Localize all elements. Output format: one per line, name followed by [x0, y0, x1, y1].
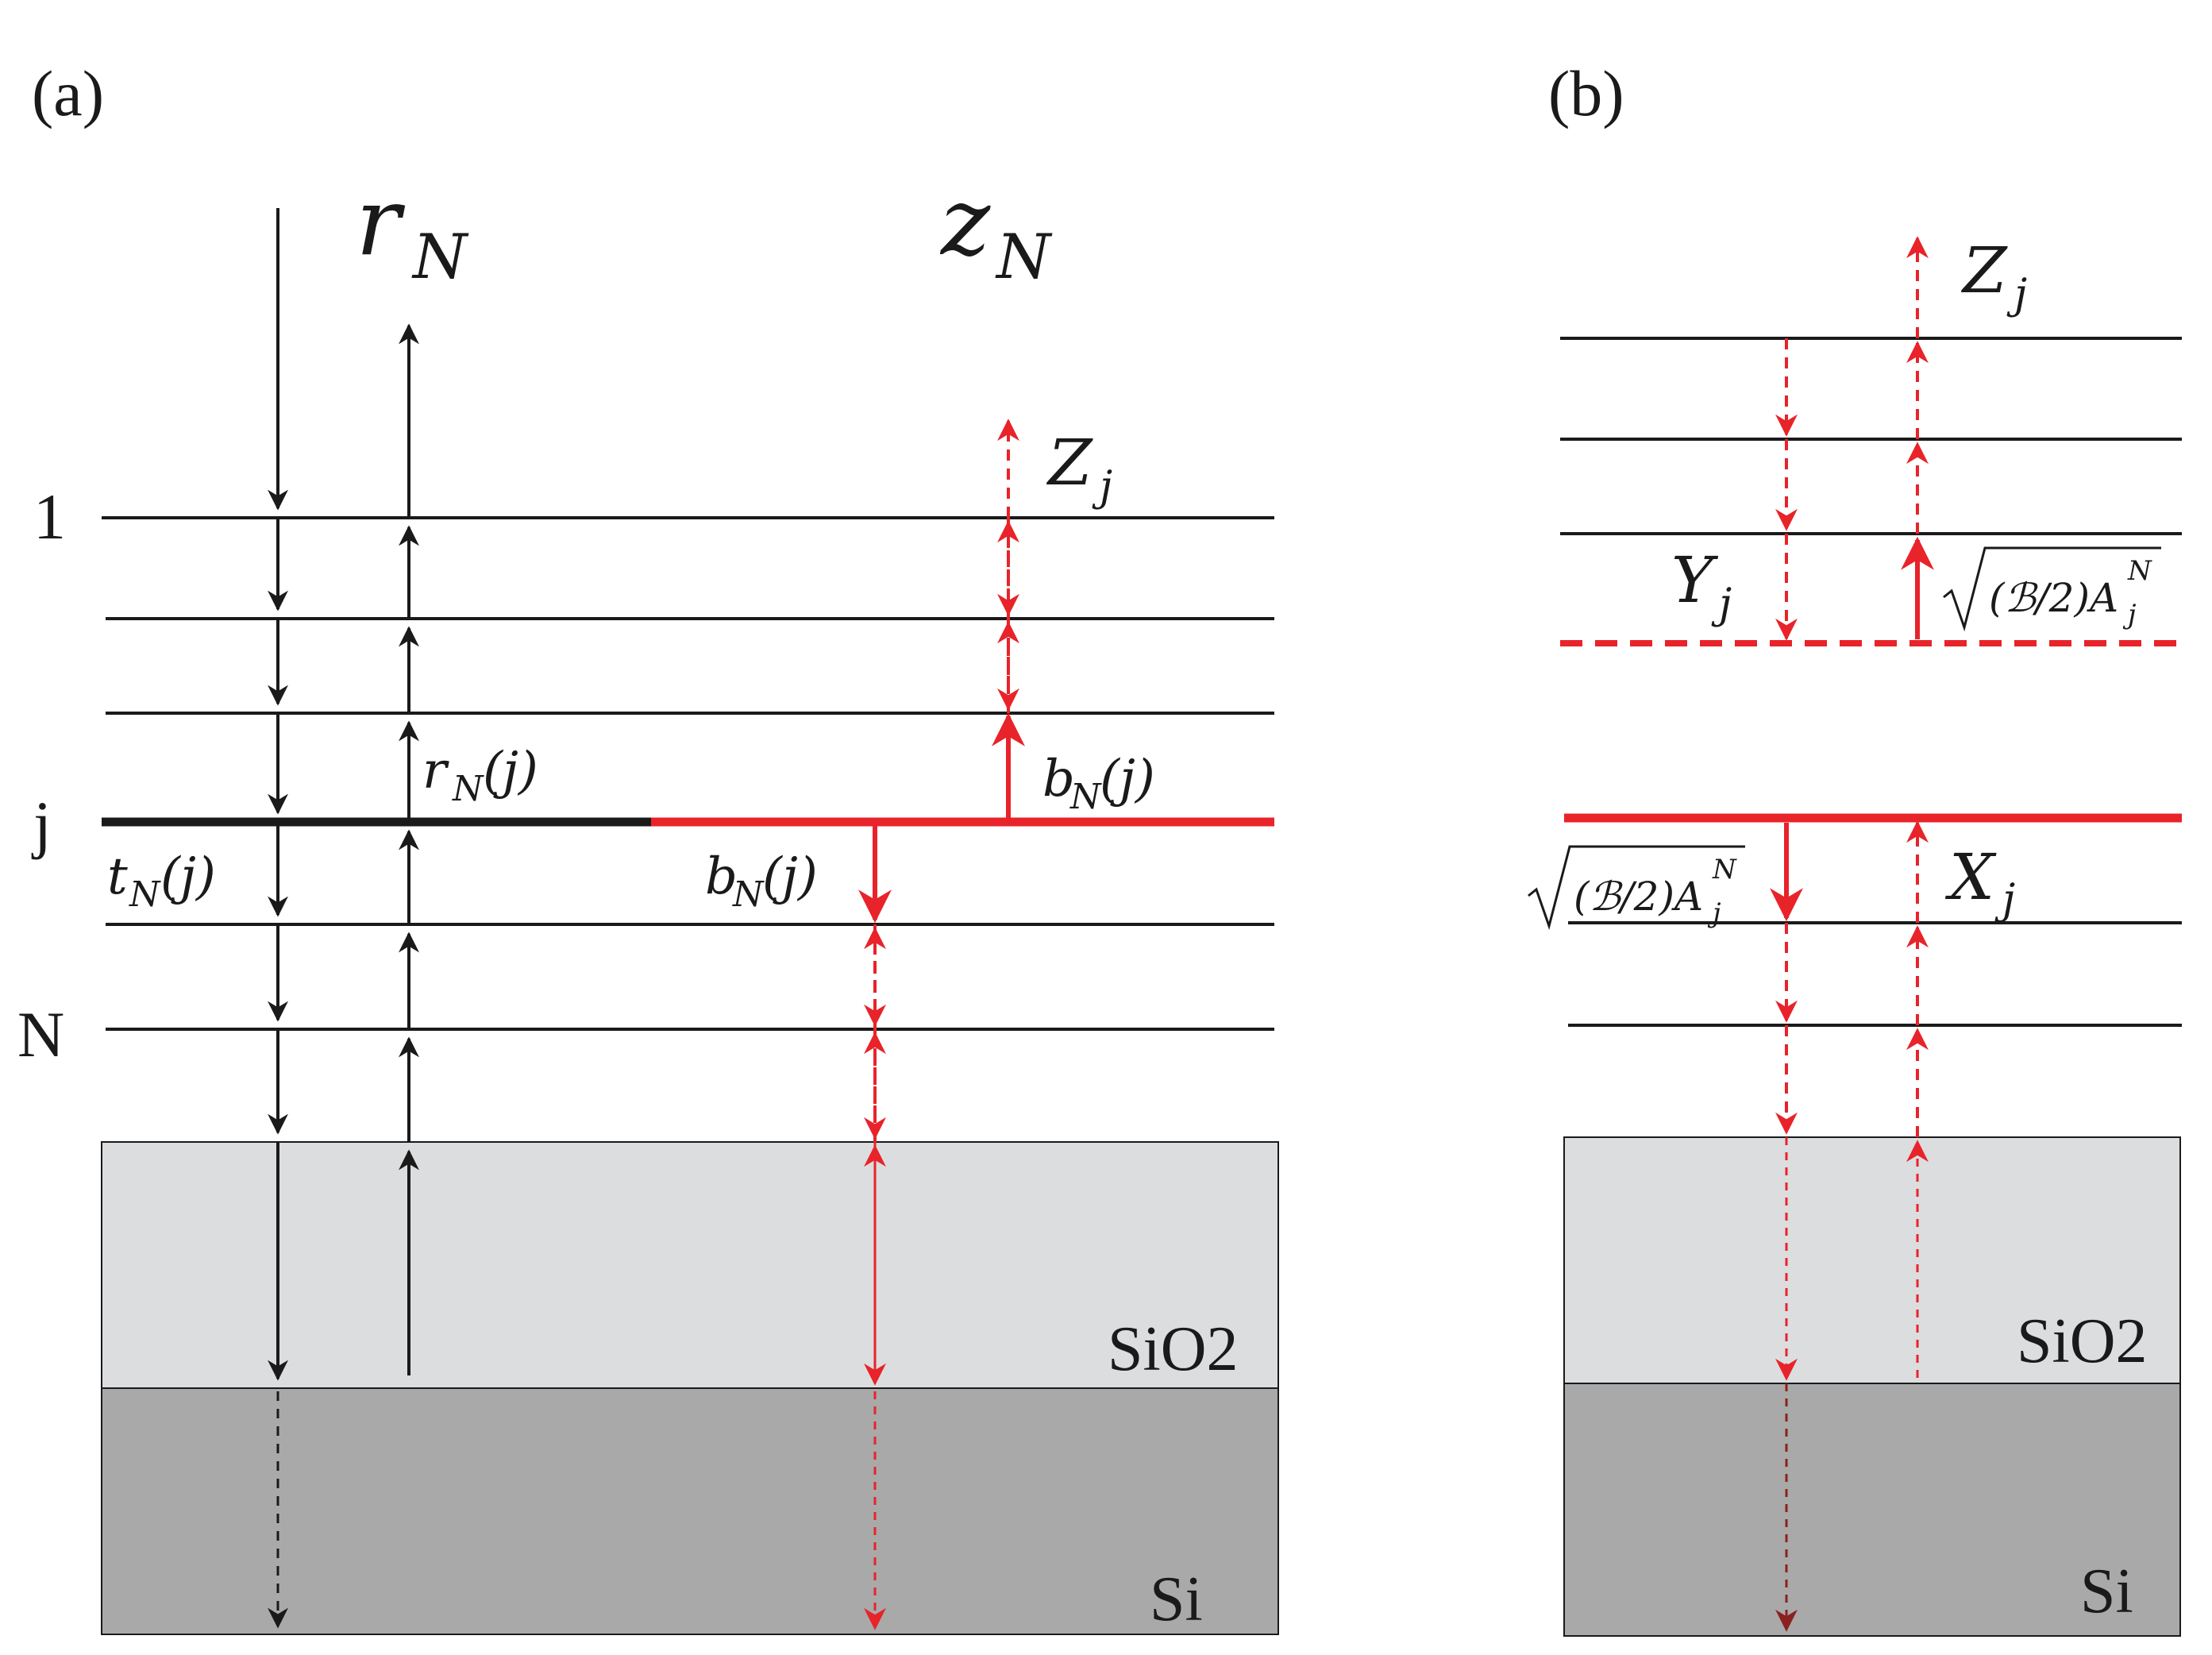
- sqrt-lower-sup: N: [1712, 854, 1737, 885]
- r-subscript: N: [411, 222, 469, 293]
- oxide-layer: [101, 1141, 1279, 1389]
- layer-label-j: j: [31, 788, 52, 860]
- y-j-sub: j: [1711, 581, 1732, 628]
- sqrt-upper-inner: (ℬ/2)A: [1989, 575, 2118, 621]
- silicon-layer: [101, 1387, 1279, 1635]
- y-j-base: Y: [1671, 543, 1719, 617]
- layer-label-1: 1: [33, 480, 66, 553]
- panel-a-label: (a): [32, 57, 104, 129]
- b-down-arg: (j): [762, 847, 818, 906]
- t-of-j-base: t: [107, 847, 128, 906]
- oxide-label-b: SiO2: [2017, 1306, 2148, 1376]
- z-subscript: N: [995, 222, 1053, 293]
- source-arrows: [858, 419, 1025, 1630]
- x-j-base: X: [1944, 840, 1997, 914]
- label-b-n-j-down: b N (j): [705, 847, 818, 915]
- oxide-label: SiO2: [1108, 1314, 1239, 1384]
- silicon-label: Si: [1150, 1564, 1203, 1634]
- sqrt-upper-sub: j: [2122, 599, 2137, 631]
- r-of-j-sub: N: [452, 769, 484, 809]
- label-b-n-j-up: b N (j): [1042, 750, 1155, 817]
- upper-source-arrows: [1775, 236, 1934, 641]
- sqrt-label-lower: (ℬ/2)A N j: [1528, 845, 1745, 931]
- label-z-j-a: Z j: [1046, 426, 1112, 511]
- z-symbol: z: [939, 167, 991, 276]
- lower-source-arrows: [1770, 820, 1929, 1632]
- label-r-n-j: r N (j): [422, 742, 538, 809]
- z-j-b-base: Z: [1960, 233, 2008, 307]
- z-j-b-sub: j: [2006, 271, 2027, 318]
- label-z-n: z N: [939, 167, 1053, 293]
- sqrt-radical-icon: [1528, 845, 1745, 931]
- label-z-j-b: Z j: [1960, 233, 2027, 318]
- layer-label-n: N: [17, 998, 64, 1071]
- r-symbol: r: [356, 167, 406, 276]
- z-j-base: Z: [1046, 426, 1093, 500]
- sqrt-upper-sup: N: [2127, 555, 2152, 587]
- panel-a: (a) SiO2 Si 1 j N: [17, 57, 1279, 1635]
- b-up-arg: (j): [1100, 750, 1155, 808]
- z-j-sub: j: [1092, 463, 1112, 511]
- label-r-n: r N: [356, 167, 469, 293]
- r-of-j-base: r: [422, 742, 449, 800]
- silicon-layer-b: [1563, 1383, 2181, 1637]
- r-of-j-arg: (j): [483, 742, 538, 800]
- t-of-j-sub: N: [129, 874, 161, 915]
- b-up-sub: N: [1069, 777, 1102, 817]
- t-of-j-arg: (j): [160, 847, 216, 906]
- sqrt-lower-inner: (ℬ/2)A: [1574, 874, 1703, 920]
- sqrt-label-upper: (ℬ/2)A N j: [1943, 546, 2161, 632]
- x-j-sub: j: [1994, 876, 2015, 924]
- label-x-j: X j: [1944, 840, 2015, 924]
- b-up-base: b: [1042, 750, 1075, 808]
- sqrt-radical-icon: [1943, 546, 2161, 632]
- panel-b-label: (b): [1548, 57, 1624, 129]
- silicon-label-b: Si: [2080, 1557, 2133, 1626]
- b-down-base: b: [705, 847, 738, 906]
- b-down-sub: N: [732, 874, 765, 915]
- label-t-n-j: t N (j): [107, 847, 216, 915]
- label-y-j: Y j: [1671, 543, 1732, 628]
- panel-b: (b) SiO2 Si: [1528, 57, 2182, 1637]
